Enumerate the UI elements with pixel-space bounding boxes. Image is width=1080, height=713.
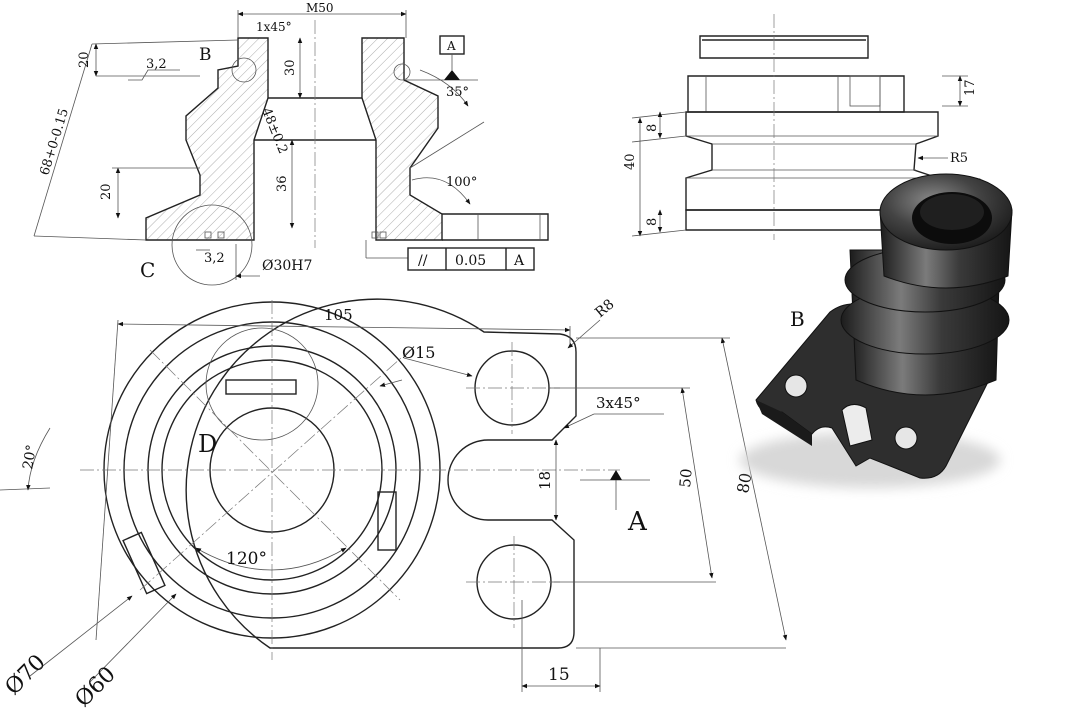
angle-100: 100° bbox=[446, 175, 477, 190]
plan-d60: Ø60 bbox=[71, 662, 121, 712]
label-b-section: B bbox=[199, 45, 212, 65]
plan-r8: R8 bbox=[592, 296, 617, 321]
plan-label-d: D bbox=[198, 430, 217, 458]
roughness-bottom: 3,2 bbox=[204, 251, 225, 266]
side-dim-8-top: 8 bbox=[645, 124, 660, 132]
render-label-b: B bbox=[790, 307, 805, 331]
section-left-half bbox=[145, 37, 269, 241]
tolerance-value: 0.05 bbox=[455, 253, 486, 269]
dim-m50: M50 bbox=[306, 1, 334, 15]
dim-30: 30 bbox=[283, 59, 298, 76]
angle-35: 35° bbox=[446, 85, 469, 100]
plan-dim-50: 50 bbox=[676, 468, 696, 489]
plan-dim-18: 18 bbox=[536, 471, 554, 490]
dim-20-left: 20 bbox=[99, 183, 114, 200]
plan-angle-20: 20° bbox=[20, 443, 40, 470]
roughness-top: 3,2 bbox=[146, 57, 167, 72]
plan-angle-120: 120° bbox=[226, 549, 267, 569]
plan-chamfer: 3x45° bbox=[596, 394, 641, 412]
tolerance-datum: A bbox=[513, 253, 525, 269]
bore-diameter: Ø30H7 bbox=[262, 258, 312, 274]
side-dim-40: 40 bbox=[623, 153, 638, 170]
datum-a-section: A bbox=[446, 39, 456, 53]
section-right-half bbox=[361, 37, 443, 241]
dim-48: 48±0.2 bbox=[258, 106, 290, 156]
dim-20-top: 20 bbox=[77, 51, 92, 68]
dim-68: 68+0-0.15 bbox=[37, 107, 72, 177]
dim-36: 36 bbox=[275, 175, 290, 192]
side-r5-top: R5 bbox=[950, 151, 968, 166]
side-dim-17: 17 bbox=[963, 79, 978, 96]
side-dim-8-bottom: 8 bbox=[645, 218, 660, 226]
plan-dim-15: 15 bbox=[548, 665, 570, 685]
rendered-part: B bbox=[740, 173, 1013, 488]
section-view: M50 1x45° 68+0-0.15 20 3,2 B 20 30 48±0.… bbox=[33, 1, 549, 286]
tolerance-symbol: // bbox=[418, 253, 428, 269]
plan-label-a: A bbox=[627, 507, 648, 537]
plan-view: 105 R8 Ø15 3x45° D 20° 18 50 80 A bbox=[0, 296, 788, 712]
plan-d15: Ø15 bbox=[402, 343, 435, 362]
plan-dim-80: 80 bbox=[733, 471, 755, 494]
chamfer-1x45: 1x45° bbox=[256, 20, 292, 34]
label-c-section: C bbox=[140, 258, 155, 282]
plan-dim-105: 105 bbox=[324, 306, 353, 324]
plan-d70: Ø70 bbox=[1, 650, 51, 700]
